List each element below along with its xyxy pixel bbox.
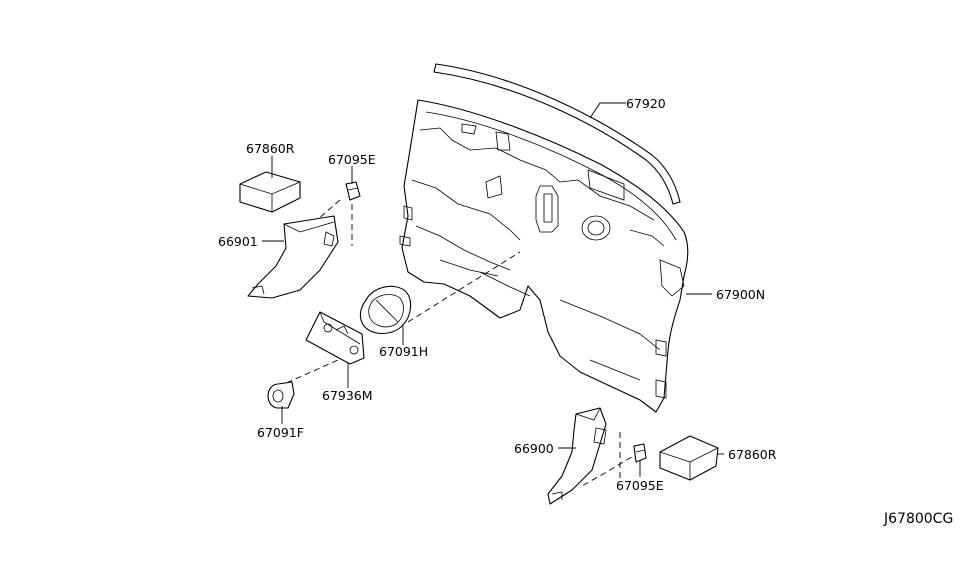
label-67936M: 67936M <box>322 388 373 403</box>
part-67900N-dash-insulator <box>399 99 689 413</box>
label-67091F: 67091F <box>257 425 304 440</box>
part-67920-weatherstrip <box>433 63 681 205</box>
label-67860R-top: 67860R <box>246 141 295 156</box>
part-67860R-bottom-pad <box>659 435 719 481</box>
part-67091F-plug <box>267 381 295 409</box>
label-66901: 66901 <box>218 234 258 249</box>
label-67095E-bottom: 67095E <box>616 478 664 493</box>
part-67095E-top-clip <box>345 181 361 201</box>
label-67920: 67920 <box>626 96 666 111</box>
label-67095E-top: 67095E <box>328 152 376 167</box>
label-66900: 66900 <box>514 441 554 456</box>
part-66901-side-cover <box>247 215 339 299</box>
label-67860R-bottom: 67860R <box>728 447 777 462</box>
label-67900N: 67900N <box>716 287 765 302</box>
label-67091H: 67091H <box>379 344 428 359</box>
part-67091H-grommet <box>359 285 412 335</box>
part-67936M-bracket <box>305 311 365 365</box>
part-67095E-bottom-clip <box>633 443 647 463</box>
leader-lines <box>262 102 724 477</box>
part-67860R-top-pad <box>239 171 301 213</box>
part-66900-side-cover <box>547 407 607 505</box>
diagram-code: J67800CG <box>883 511 953 527</box>
